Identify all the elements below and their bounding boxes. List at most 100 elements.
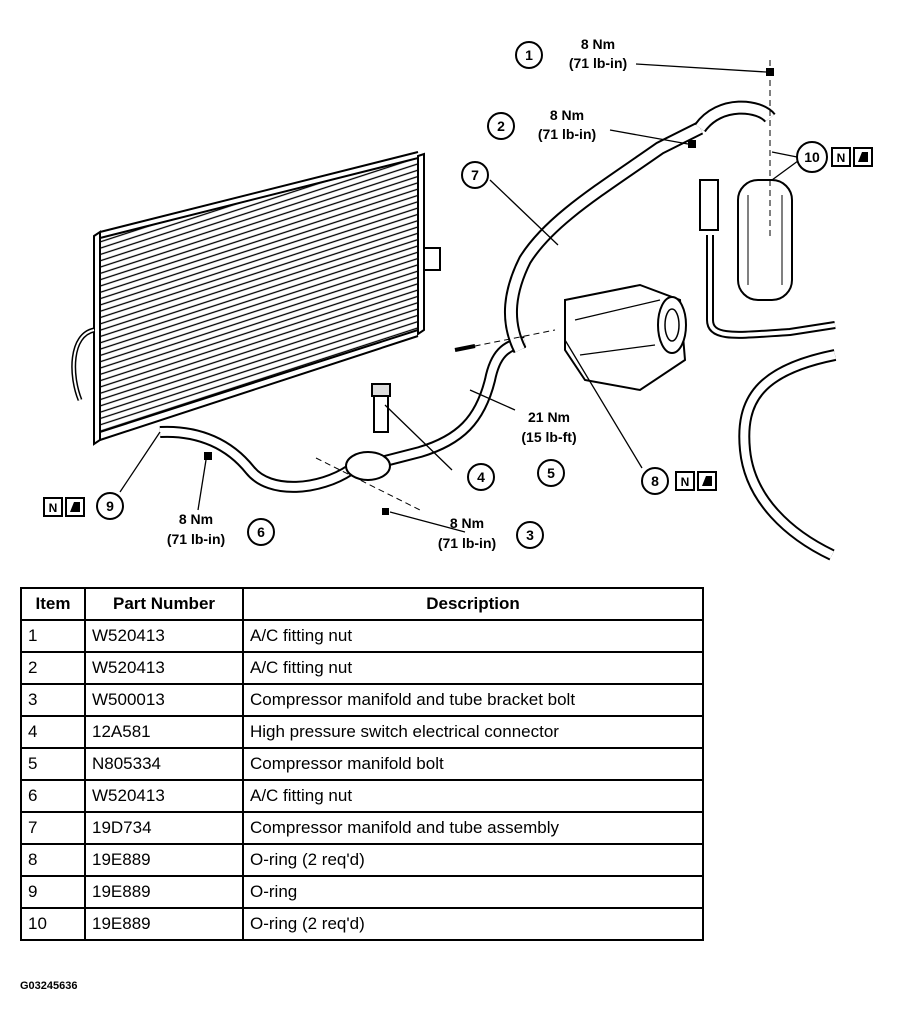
table-row: 6 W520413 A/C fitting nut — [20, 779, 704, 813]
receiver-drier — [699, 60, 837, 561]
svg-text:8 Nm: 8 Nm — [550, 107, 584, 123]
callout-10: 10 — [796, 141, 828, 173]
svg-text:10: 10 — [804, 149, 820, 165]
svg-text:4: 4 — [477, 469, 485, 485]
svg-text:8 Nm: 8 Nm — [450, 515, 484, 531]
table-row: 3 W500013 Compressor manifold and tube b… — [20, 683, 704, 717]
cell-item: 9 — [20, 875, 86, 909]
callout-8: 8 — [641, 467, 669, 495]
column-header-part-number: Part Number — [84, 587, 244, 621]
new-part-symbol-9: N — [43, 497, 85, 517]
cell-description: Compressor manifold and tube assembly — [242, 811, 704, 845]
cell-description: A/C fitting nut — [242, 779, 704, 813]
ac-system-diagram: 1 2 3 4 5 6 7 8 9 10 8 Nm (71 lb-in) — [43, 36, 873, 561]
fitting-nut-2 — [688, 140, 696, 148]
table-row: 7 19D734 Compressor manifold and tube as… — [20, 811, 704, 845]
svg-text:3: 3 — [526, 527, 534, 543]
new-part-symbol-8: N — [675, 471, 717, 491]
table-row: 8 19E889 O-ring (2 req'd) — [20, 843, 704, 877]
cell-description: O-ring (2 req'd) — [242, 843, 704, 877]
cell-part-number: W500013 — [84, 683, 244, 717]
cell-description: O-ring (2 req'd) — [242, 907, 704, 941]
svg-text:6: 6 — [257, 524, 265, 540]
svg-text:8: 8 — [651, 473, 659, 489]
cell-part-number: 12A581 — [84, 715, 244, 749]
svg-text:5: 5 — [547, 465, 555, 481]
cell-item: 7 — [20, 811, 86, 845]
table-row: 1 W520413 A/C fitting nut — [20, 619, 704, 653]
cell-description: A/C fitting nut — [242, 651, 704, 685]
fitting-nut-6 — [204, 452, 212, 460]
torque-label-3: 8 Nm (71 lb-in) — [438, 515, 496, 551]
svg-text:(71 lb-in): (71 lb-in) — [569, 55, 627, 71]
table-header-row: Item Part Number Description — [20, 587, 704, 621]
svg-text:N: N — [837, 151, 846, 165]
manifold-bolt-5 — [454, 344, 476, 352]
callout-6: 6 — [247, 518, 275, 546]
cell-part-number: 19D734 — [84, 811, 244, 845]
torque-label-5: 21 Nm (15 lb-ft) — [521, 409, 576, 445]
callout-2: 2 — [487, 112, 515, 140]
fasteners — [204, 68, 774, 515]
svg-text:N: N — [681, 475, 690, 489]
cell-description: A/C fitting nut — [242, 619, 704, 653]
compressor — [454, 283, 687, 392]
torque-label-1: 8 Nm (71 lb-in) — [569, 36, 627, 71]
svg-text:(15 lb-ft): (15 lb-ft) — [521, 429, 576, 445]
svg-text:N: N — [49, 501, 58, 515]
cell-part-number: W520413 — [84, 619, 244, 653]
new-part-symbol-10: N — [831, 147, 873, 167]
table-row: 2 W520413 A/C fitting nut — [20, 651, 704, 685]
svg-text:9: 9 — [106, 498, 114, 514]
svg-text:7: 7 — [471, 167, 479, 183]
svg-text:1: 1 — [525, 47, 533, 63]
callout-1: 1 — [515, 41, 543, 69]
cell-item: 4 — [20, 715, 86, 749]
table-row: 9 19E889 O-ring — [20, 875, 704, 909]
liquid-line-tube — [159, 336, 527, 511]
cell-part-number: W520413 — [84, 651, 244, 685]
table-row: 4 12A581 High pressure switch electrical… — [20, 715, 704, 749]
cell-item: 8 — [20, 843, 86, 877]
svg-text:8 Nm: 8 Nm — [581, 36, 615, 52]
fitting-nut-1 — [766, 68, 774, 76]
cell-description: Compressor manifold and tube bracket bol… — [242, 683, 704, 717]
cell-item: 5 — [20, 747, 86, 781]
cell-description: High pressure switch electrical connecto… — [242, 715, 704, 749]
svg-text:(71 lb-in): (71 lb-in) — [167, 531, 225, 547]
cell-part-number: W520413 — [84, 779, 244, 813]
svg-text:(71 lb-in): (71 lb-in) — [538, 126, 596, 142]
callout-3: 3 — [516, 521, 544, 549]
leader-lines — [119, 63, 803, 533]
callout-7: 7 — [461, 161, 489, 189]
table-row: 10 19E889 O-ring (2 req'd) — [20, 907, 704, 941]
cell-description: O-ring — [242, 875, 704, 909]
cell-part-number: 19E889 — [84, 875, 244, 909]
cell-item: 1 — [20, 619, 86, 653]
table-row: 5 N805334 Compressor manifold bolt — [20, 747, 704, 781]
cell-item: 2 — [20, 651, 86, 685]
cell-item: 3 — [20, 683, 86, 717]
svg-text:21 Nm: 21 Nm — [528, 409, 570, 425]
manifold-tube-assembly — [503, 100, 776, 354]
torque-label-6: 8 Nm (71 lb-in) — [167, 511, 225, 547]
condenser — [71, 151, 441, 446]
callout-5: 5 — [537, 459, 565, 487]
svg-text:(71 lb-in): (71 lb-in) — [438, 535, 496, 551]
svg-text:2: 2 — [497, 118, 505, 134]
parts-table: Item Part Number Description 1 W520413 A… — [20, 587, 704, 941]
cell-description: Compressor manifold bolt — [242, 747, 704, 781]
callout-9: 9 — [96, 492, 124, 520]
svg-text:8 Nm: 8 Nm — [179, 511, 213, 527]
cell-item: 10 — [20, 907, 86, 941]
cell-part-number: 19E889 — [84, 907, 244, 941]
bracket-bolt-3 — [382, 508, 389, 515]
column-header-item: Item — [20, 587, 86, 621]
torque-label-2: 8 Nm (71 lb-in) — [538, 107, 596, 142]
figure-id: G03245636 — [20, 980, 78, 992]
cell-part-number: 19E889 — [84, 843, 244, 877]
callout-4: 4 — [467, 463, 495, 491]
column-header-description: Description — [242, 587, 704, 621]
cell-item: 6 — [20, 779, 86, 813]
cell-part-number: N805334 — [84, 747, 244, 781]
